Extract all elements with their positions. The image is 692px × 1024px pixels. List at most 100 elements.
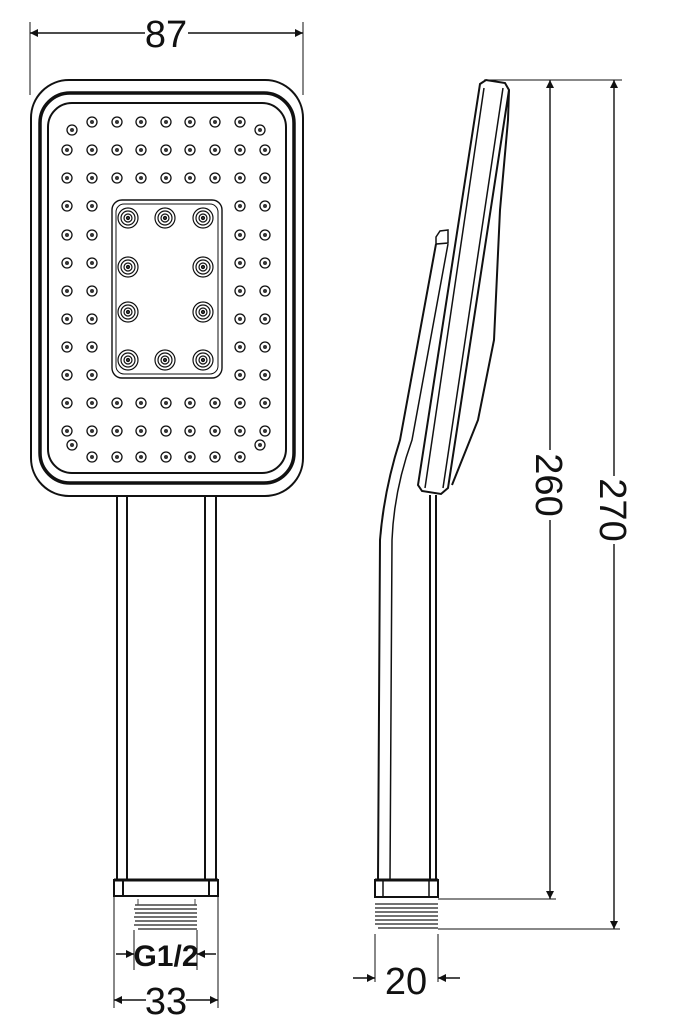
nozzle — [135, 397, 147, 409]
label-height-260: 260 — [527, 453, 569, 516]
panel-nozzle-ring — [192, 207, 214, 229]
nozzle — [259, 369, 271, 381]
nozzle — [184, 451, 196, 463]
panel-nozzle-ring — [198, 307, 208, 317]
panel-nozzle-ring — [160, 213, 170, 223]
panel-nozzle-ring — [195, 210, 211, 226]
panel-nozzle-ring — [195, 352, 211, 368]
handle-front — [113, 496, 219, 897]
panel-nozzle-ring — [192, 301, 214, 323]
nozzle — [234, 257, 246, 269]
dimension-handle-33 — [113, 896, 219, 1008]
panel-nozzle-ring — [123, 213, 133, 223]
nozzle — [259, 257, 271, 269]
nozzle — [61, 285, 73, 297]
panel-nozzle-ring — [198, 355, 208, 365]
nozzle — [61, 200, 73, 212]
thread-side — [375, 903, 438, 929]
panel-nozzle-ring — [117, 256, 139, 278]
nozzle — [86, 116, 98, 128]
nozzle — [86, 451, 98, 463]
nozzle — [234, 172, 246, 184]
nozzle — [160, 116, 172, 128]
nozzle — [66, 124, 78, 136]
label-width-87: 87 — [145, 14, 187, 56]
nozzle — [160, 425, 172, 437]
nozzle — [234, 116, 246, 128]
panel-nozzle-ring — [157, 352, 173, 368]
panel-nozzle-ring — [120, 259, 136, 275]
nozzle — [234, 341, 246, 353]
nozzle — [61, 369, 73, 381]
nozzle — [184, 425, 196, 437]
nozzle — [135, 116, 147, 128]
nozzle — [86, 200, 98, 212]
panel-nozzle-ring — [120, 210, 136, 226]
nozzle — [234, 397, 246, 409]
nozzle — [111, 144, 123, 156]
dimension-thread-g12 — [116, 930, 216, 970]
center-nozzle-panel-inner — [115, 203, 219, 375]
side-back-body — [435, 229, 449, 245]
nozzle — [160, 144, 172, 156]
nozzle — [86, 229, 98, 241]
panel-nozzle-ring — [120, 352, 136, 368]
nozzle — [234, 369, 246, 381]
nozzle — [61, 313, 73, 325]
nozzle — [135, 172, 147, 184]
panel-nozzle-ring — [117, 301, 139, 323]
nozzle — [259, 229, 271, 241]
nozzle — [111, 116, 123, 128]
nozzle — [209, 116, 221, 128]
nozzle — [184, 172, 196, 184]
dimension-heights — [353, 79, 622, 982]
nozzle — [234, 425, 246, 437]
nozzle — [61, 172, 73, 184]
panel-nozzle-ring — [160, 355, 170, 365]
side-head-plate — [416, 78, 511, 496]
center-nozzle-panel — [111, 199, 223, 379]
nozzle — [61, 144, 73, 156]
nozzle — [184, 397, 196, 409]
nozzle — [61, 397, 73, 409]
nozzle — [254, 124, 266, 136]
label-handle-33: 33 — [145, 981, 187, 1023]
panel-nozzle-ring — [157, 210, 173, 226]
nozzle — [86, 397, 98, 409]
nozzle — [61, 229, 73, 241]
nozzle — [209, 397, 221, 409]
panel-nozzle-ring — [120, 304, 136, 320]
nozzle — [234, 451, 246, 463]
head-rim — [38, 91, 296, 485]
nozzle — [86, 172, 98, 184]
nozzle — [160, 397, 172, 409]
panel-nozzle-ring — [192, 256, 214, 278]
panel-nozzle-ring — [123, 307, 133, 317]
nozzle — [259, 144, 271, 156]
nozzle — [234, 313, 246, 325]
nozzle — [135, 451, 147, 463]
nozzle — [259, 341, 271, 353]
nozzle — [234, 229, 246, 241]
nozzle — [259, 397, 271, 409]
nozzle — [259, 200, 271, 212]
nozzle — [209, 425, 221, 437]
nozzle — [61, 341, 73, 353]
head-outer-outline — [30, 79, 304, 497]
nozzle — [111, 172, 123, 184]
front-view — [29, 22, 304, 1008]
nozzle — [254, 439, 266, 451]
nozzle — [86, 425, 98, 437]
panel-nozzle-ring — [154, 207, 176, 229]
label-depth-20: 20 — [385, 961, 427, 1003]
panel-nozzle-ring — [198, 262, 208, 272]
nozzle — [111, 451, 123, 463]
panel-nozzle-ring — [195, 259, 211, 275]
panel-nozzle-ring — [123, 355, 133, 365]
label-height-270: 270 — [591, 478, 633, 541]
nozzle — [61, 257, 73, 269]
nozzle — [86, 144, 98, 156]
nozzle — [111, 397, 123, 409]
nozzle — [111, 425, 123, 437]
